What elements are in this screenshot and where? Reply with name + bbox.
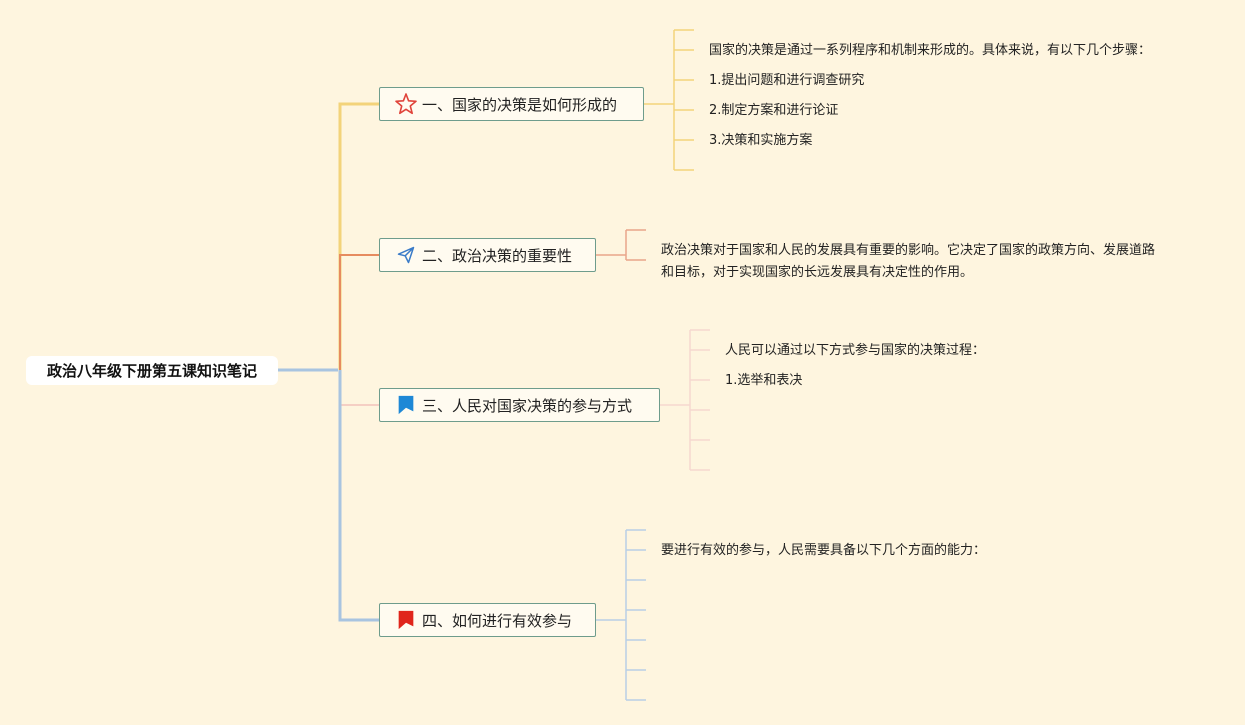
root-topic[interactable]: 政治八年级下册第五课知识笔记 (26, 356, 278, 385)
branch-1-connector (338, 102, 379, 370)
leaf-text[interactable]: 3.决策和实施方案 (709, 133, 813, 148)
leaf-text[interactable]: 国家的决策是通过一系列程序和机制来形成的。具体来说，有以下几个步骤： (709, 43, 1152, 58)
leaf-text[interactable]: 1.选举和表决 (725, 373, 803, 388)
branch-2-leaf-bracket (596, 229, 646, 261)
branch-1-leaf-bracket (644, 29, 694, 171)
branch-topic-2[interactable]: 二、政治决策的重要性 (379, 238, 596, 272)
leaf-text[interactable]: 政治决策对于国家和人民的发展具有重要的影响。它决定了国家的政策方向、发展道路和目… (661, 243, 1156, 280)
branch-3-leaf-bracket (660, 329, 710, 471)
branch-topic-4-label: 四、如何进行有效参与 (422, 611, 573, 630)
branch-4-leaf-bracket (596, 529, 646, 701)
leaf-text[interactable]: 2.制定方案和进行论证 (709, 103, 839, 118)
branch-4-connector (338, 370, 379, 622)
branch-2-connector (339, 254, 379, 370)
branch-topic-1-label: 一、国家的决策是如何形成的 (422, 95, 618, 114)
branch-topic-4[interactable]: 四、如何进行有效参与 (379, 603, 596, 637)
leaf-text[interactable]: 人民可以通过以下方式参与国家的决策过程： (725, 343, 986, 358)
branch-topic-3-label: 三、人民对国家决策的参与方式 (422, 396, 633, 415)
branch-topic-1[interactable]: 一、国家的决策是如何形成的 (379, 87, 644, 121)
red-flag-icon (394, 608, 418, 632)
star-icon (394, 92, 418, 116)
blue-flag-icon (394, 393, 418, 417)
branch-topic-3[interactable]: 三、人民对国家决策的参与方式 (379, 388, 660, 422)
leaf-text[interactable]: 1.提出问题和进行调查研究 (709, 73, 865, 88)
paper-plane-icon (394, 243, 418, 267)
branch-topic-2-label: 二、政治决策的重要性 (422, 246, 573, 265)
leaf-text[interactable]: 要进行有效的参与，人民需要具备以下几个方面的能力： (661, 543, 987, 558)
